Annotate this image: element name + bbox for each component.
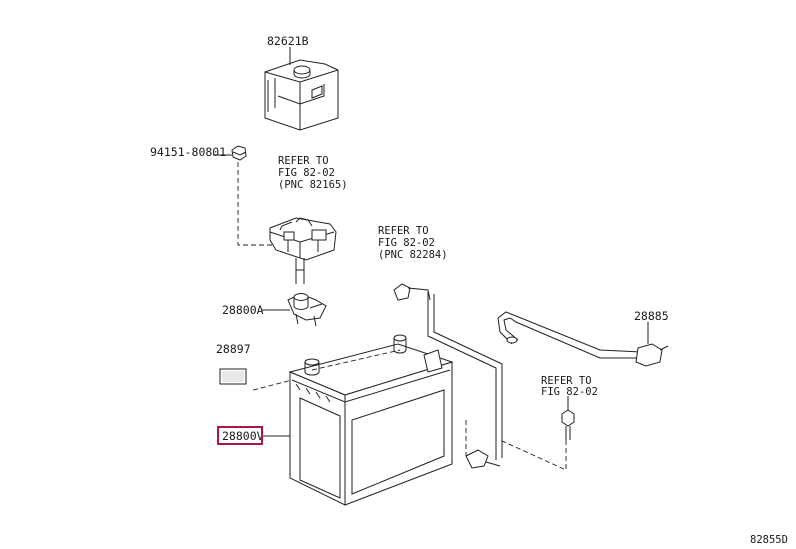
label-drawing bbox=[219, 368, 247, 385]
lower-bolt-drawing bbox=[561, 409, 575, 440]
refer-82165-line2: FIG 82-02 bbox=[278, 167, 335, 179]
refer-82165-line1: REFER TO bbox=[278, 155, 329, 167]
refer-82284-line3: (PNC 82284) bbox=[378, 249, 448, 261]
refer-82284-line2: FIG 82-02 bbox=[378, 237, 435, 249]
bolt-drawing bbox=[231, 145, 247, 161]
part-label-28897[interactable]: 28897 bbox=[216, 342, 251, 356]
terminal-cable-drawing bbox=[393, 283, 503, 469]
vent-hose-drawing bbox=[497, 311, 669, 367]
refer-82165-line3: (PNC 82165) bbox=[278, 179, 348, 191]
battery-drawing bbox=[288, 334, 454, 506]
part-label-28800v[interactable]: 28800V bbox=[222, 429, 264, 443]
figure-code: 82855D bbox=[750, 534, 788, 546]
part-label-28885[interactable]: 28885 bbox=[634, 309, 669, 323]
part-label-94151-80801[interactable]: 94151-80801 bbox=[150, 145, 226, 159]
part-label-82621b[interactable]: 82621B bbox=[267, 34, 309, 48]
terminal-cover-drawing bbox=[264, 59, 339, 131]
part-label-28800a[interactable]: 28800A bbox=[222, 303, 264, 317]
highlight-box-28800v bbox=[217, 426, 263, 445]
fuse-block-drawing bbox=[269, 217, 337, 284]
battery-clamp-drawing bbox=[287, 293, 327, 327]
refer-fig-line1: REFER TO bbox=[541, 375, 592, 387]
refer-fig-line2: FIG 82-02 bbox=[541, 386, 598, 398]
refer-82284-line1: REFER TO bbox=[378, 225, 429, 237]
